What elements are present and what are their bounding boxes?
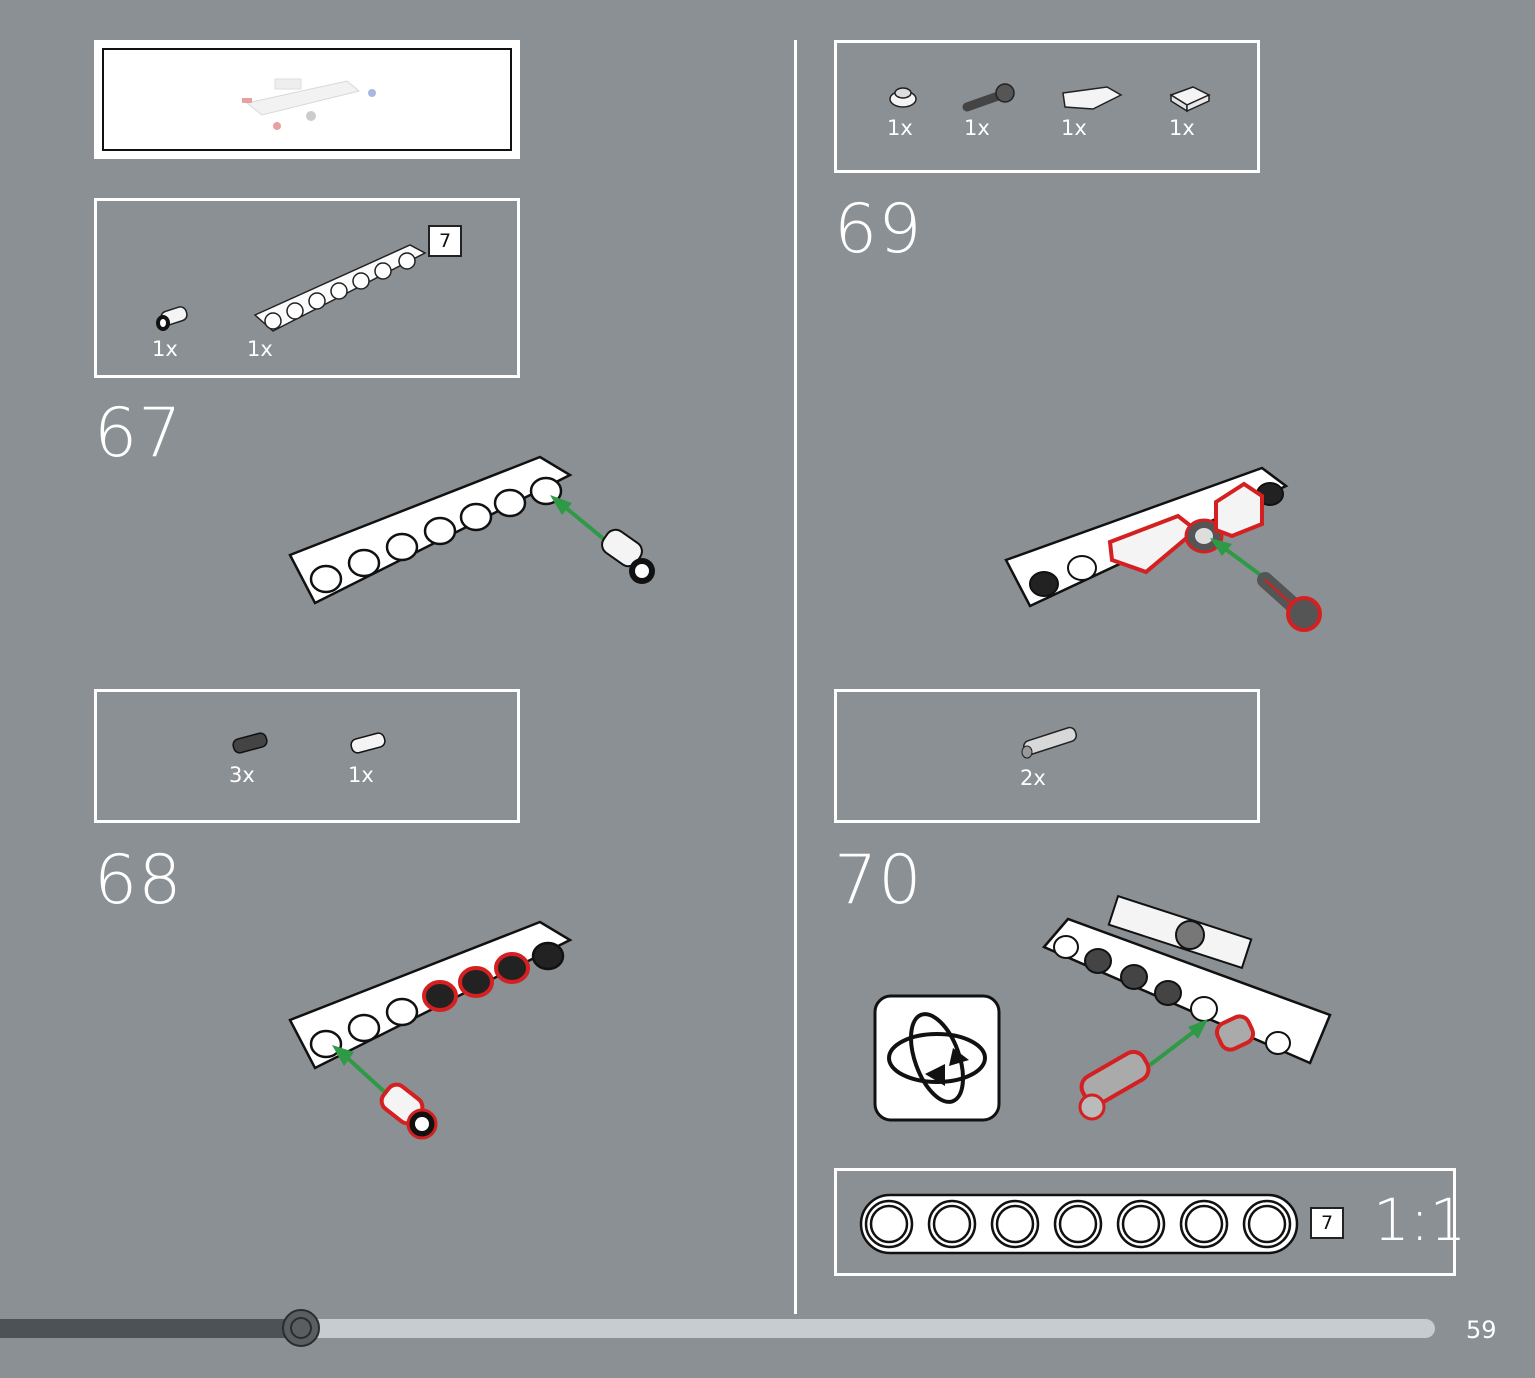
part-qty: 3x — [229, 763, 255, 787]
parts-box-step-69: 1x 1x 1x 1x — [834, 40, 1260, 173]
part-qty: 1x — [348, 763, 374, 787]
white-pin-icon — [350, 732, 386, 754]
submodel-inner-frame — [102, 48, 512, 151]
step-70-illustration — [1041, 894, 1332, 1121]
step-67-illustration — [288, 455, 655, 605]
step-69-illustration — [1004, 466, 1322, 632]
submodel-preview-box — [94, 40, 520, 159]
beam-length-badge: 7 — [1310, 1207, 1344, 1239]
step-number: 69 — [834, 190, 923, 269]
step-number: 67 — [94, 394, 183, 473]
scale-box: 7 1:1 — [834, 1168, 1466, 1276]
beam-length-badge: 7 — [428, 225, 462, 257]
part-qty: 2x — [1020, 766, 1046, 790]
black-pin-icon — [232, 732, 268, 754]
round-stud-icon — [889, 87, 917, 108]
column-divider — [794, 40, 797, 1314]
progress-knob[interactable] — [282, 1309, 320, 1347]
part-qty: 1x — [1169, 116, 1195, 140]
part-qty: 1x — [964, 116, 990, 140]
submodel-preview-image — [242, 78, 376, 130]
ball-joint-icon — [962, 83, 1015, 112]
page-number: 59 — [1466, 1316, 1497, 1344]
parts-box-step-67: 1x 1x 7 — [94, 198, 520, 378]
beam-7-icon — [253, 244, 427, 332]
parts-box-step-70: 2x — [834, 689, 1260, 823]
part-qty: 1x — [1061, 116, 1087, 140]
step-68-illustration — [288, 920, 573, 1140]
part-qty: 1x — [247, 337, 273, 361]
parts-box-step-68: 3x 1x — [94, 689, 520, 823]
tile-1x1-icon — [1169, 86, 1211, 113]
step-number: 68 — [94, 841, 183, 920]
scale-label: 1:1 — [1373, 1186, 1467, 1254]
wedge-tile-icon — [1062, 86, 1123, 110]
pin-with-bush-icon — [156, 306, 188, 331]
beam-7-scale-icon — [859, 1193, 1299, 1255]
step-number: 70 — [834, 841, 923, 920]
progress-track — [0, 1319, 1435, 1338]
part-qty: 1x — [887, 116, 913, 140]
part-qty: 1x — [152, 337, 178, 361]
axle-pin-icon — [1021, 726, 1078, 759]
rotate-model-icon — [873, 994, 1001, 1122]
progress-fill — [0, 1319, 301, 1338]
